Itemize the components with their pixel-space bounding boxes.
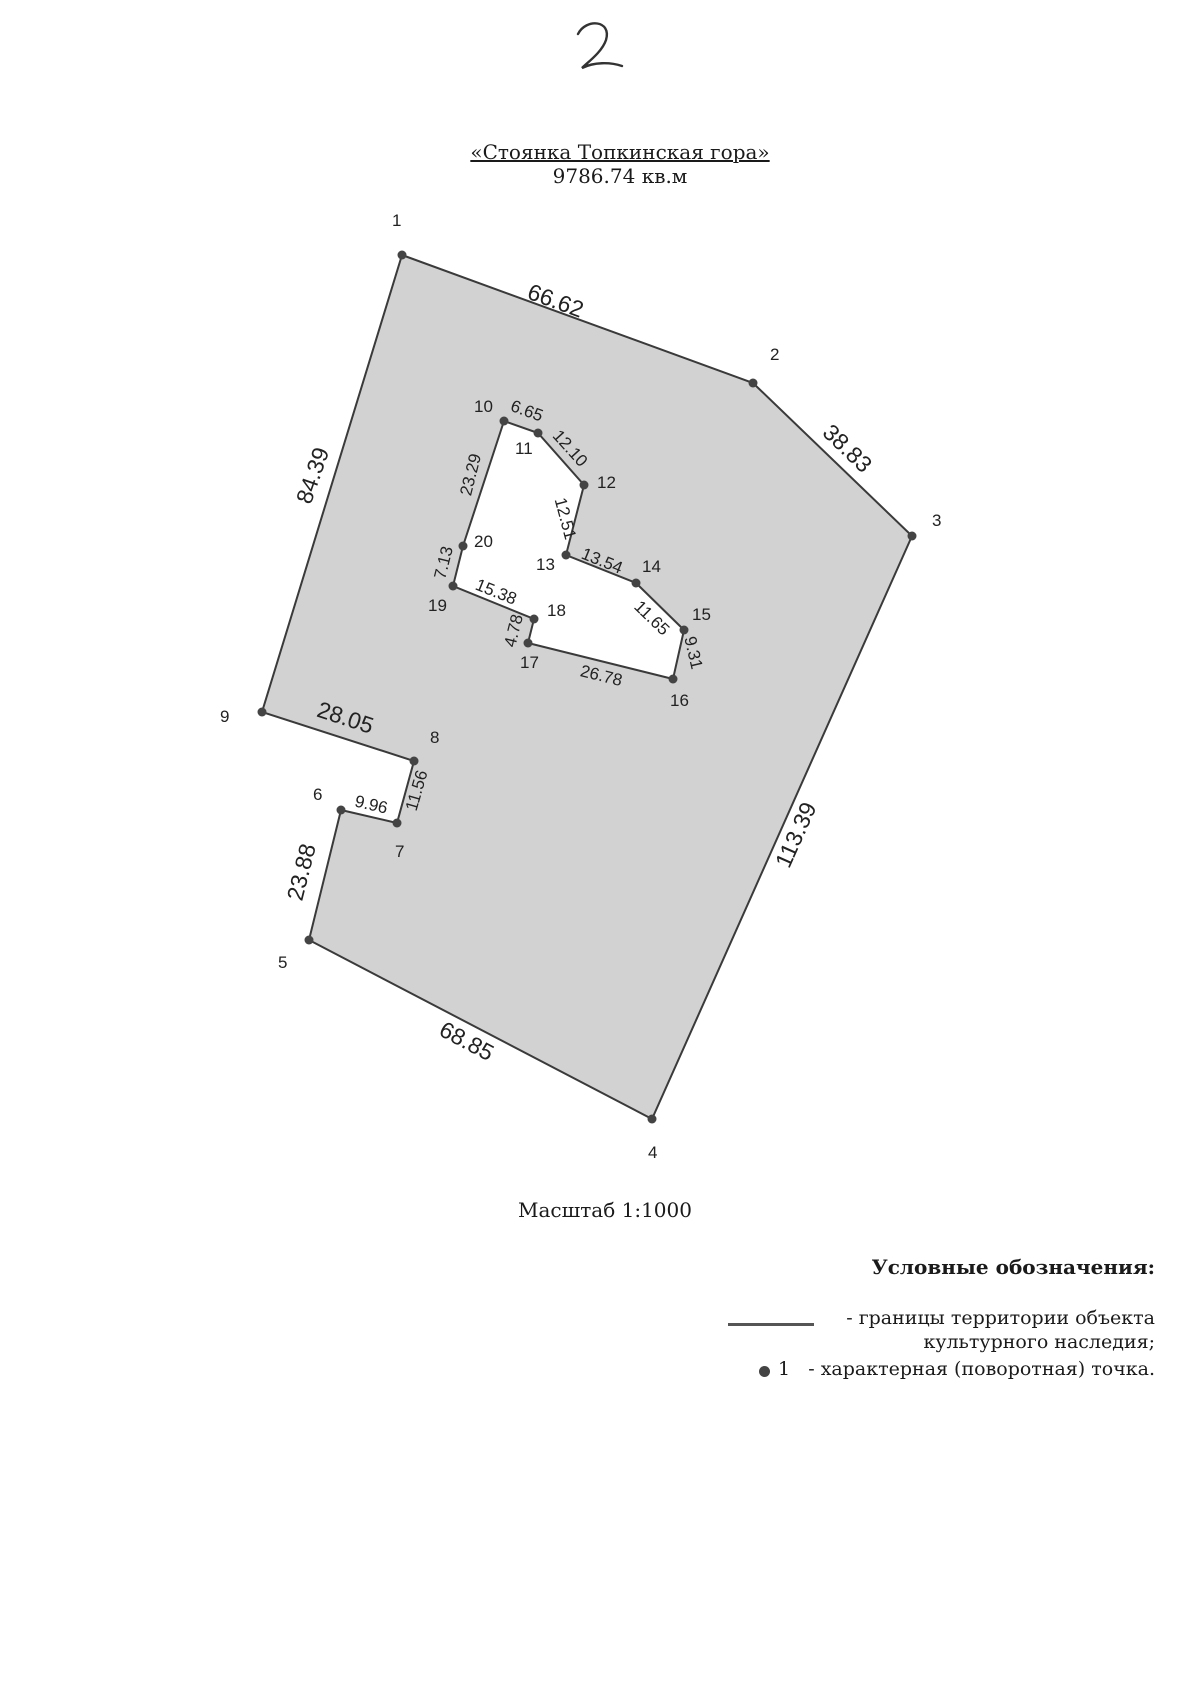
point-marker [561, 550, 571, 560]
point-label: 15 [692, 605, 711, 624]
legend-title: Условные обозначения: [871, 1255, 1156, 1279]
point-label: 6 [313, 785, 322, 804]
point-label: 4 [648, 1143, 657, 1162]
point-label: 13 [536, 555, 555, 574]
point-label: 8 [430, 728, 439, 747]
point-label: 3 [932, 511, 941, 530]
point-label: 9 [220, 707, 229, 726]
map-title: «Стоянка Топкинская гора» [470, 140, 770, 164]
point-label: 17 [520, 653, 539, 672]
territory-polygon [260, 253, 914, 1121]
legend-point-number: 1 [778, 1358, 791, 1380]
point-marker [458, 541, 468, 551]
point-marker [533, 428, 543, 438]
point-label: 11 [515, 439, 533, 458]
point-marker [392, 818, 402, 828]
point-label: 16 [670, 691, 689, 710]
map-scale: Масштаб 1:1000 [518, 1198, 692, 1222]
point-label: 10 [474, 397, 493, 416]
legend-boundary-text-2: культурного наследия; [923, 1331, 1155, 1353]
point-labels: 1 2 3 4 5 6 7 8 9 10 11 12 13 14 15 16 1… [220, 211, 941, 1162]
point-marker [304, 935, 314, 945]
point-marker [257, 707, 267, 717]
point-label: 5 [278, 953, 287, 972]
legend-point-text: - характерная (поворотная) точка. [808, 1358, 1155, 1380]
point-marker [397, 250, 407, 260]
point-label: 14 [642, 557, 661, 576]
segment-length: 12.51 [551, 496, 580, 542]
area-value: 9786.74 кв.м [552, 164, 688, 188]
point-label: 19 [428, 596, 447, 615]
legend-boundary: - границы территории объекта культурного… [846, 1306, 1155, 1354]
point-label: 2 [770, 345, 779, 364]
point-label: 7 [395, 842, 404, 861]
point-marker [499, 416, 509, 426]
point-marker [336, 805, 346, 815]
point-marker [631, 578, 641, 588]
point-marker [907, 531, 917, 541]
legend-point: 1 - характерная (поворотная) точка. [759, 1357, 1155, 1381]
turning-points [257, 250, 917, 1124]
point-marker [523, 638, 533, 648]
point-label: 20 [474, 532, 493, 551]
point-marker [668, 674, 678, 684]
point-marker [579, 480, 589, 490]
point-marker [529, 614, 539, 624]
boundary-line-symbol [728, 1323, 814, 1326]
point-marker [647, 1114, 657, 1124]
point-symbol-icon [759, 1366, 771, 1377]
point-marker [409, 756, 419, 766]
map-header: «Стоянка Топкинская гора» 9786.74 кв.м [0, 140, 1200, 188]
handwritten-page-number [576, 22, 624, 70]
point-marker [448, 581, 458, 591]
point-label: 1 [392, 211, 401, 230]
segment-length: 23.88 [282, 841, 321, 903]
point-label: 12 [597, 473, 616, 492]
point-marker [748, 378, 758, 388]
legend-boundary-text-1: - границы территории объекта [846, 1307, 1155, 1329]
point-label: 18 [547, 601, 566, 620]
point-marker [679, 625, 689, 635]
